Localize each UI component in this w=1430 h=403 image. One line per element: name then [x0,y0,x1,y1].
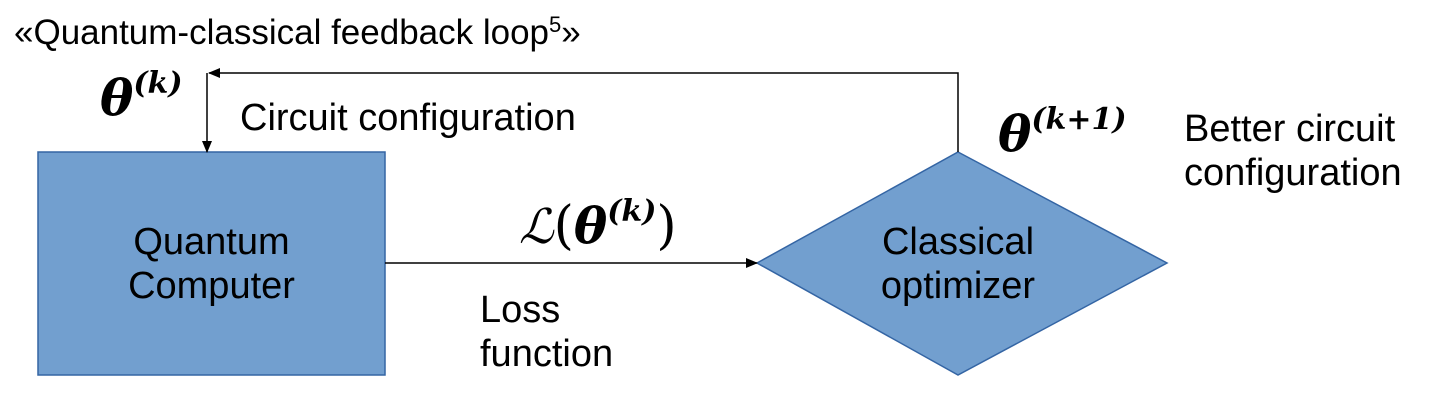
loss-open-paren: ( [553,196,574,256]
title-text: «Quantum-classical feedback loop [14,13,550,52]
better-configuration-label: Better circuit configuration [1184,107,1402,195]
loss-theta-superscript: (k) [607,194,657,229]
classical-optimizer-line1: Classical [881,221,1035,263]
theta-k-superscript: (k) [133,66,183,101]
loss-expression: ℒ(θ(k)) [519,196,677,256]
quantum-computer-line1: Quantum [133,221,290,263]
title-footnote: 5 [549,12,562,37]
loss-theta-symbol: θ [573,196,608,255]
loss-close-paren: ) [656,196,677,256]
diagram-title: «Quantum-classical feedback loop5» [14,12,581,54]
theta-k1-superscript: (k+1) [1031,102,1127,137]
classical-optimizer-label: Classical optimizer [858,220,1058,308]
title-close: » [561,13,581,52]
theta-k-label: θ(k) [100,68,183,127]
theta-k1-label: θ(k+1) [998,104,1127,163]
loss-function-line1: Loss [480,289,561,331]
loss-function-label: Loss function [480,288,613,376]
classical-optimizer-diamond [755,151,1169,376]
theta-k1-symbol: θ [998,104,1032,163]
theta-k-symbol: θ [100,68,134,127]
loss-function-line2: function [480,333,614,375]
quantum-computer-box [37,151,386,376]
quantum-computer-line2: Computer [128,265,295,307]
circuit-configuration-label: Circuit configuration [240,97,576,139]
better-configuration-line2: configuration [1184,152,1402,194]
classical-optimizer-line2: optimizer [880,265,1036,307]
quantum-computer-label: Quantum Computer [38,220,385,308]
feedback-path [208,68,959,152]
better-configuration-line1: Better circuit [1184,108,1396,150]
loss-script-symbol: ℒ [519,199,554,255]
